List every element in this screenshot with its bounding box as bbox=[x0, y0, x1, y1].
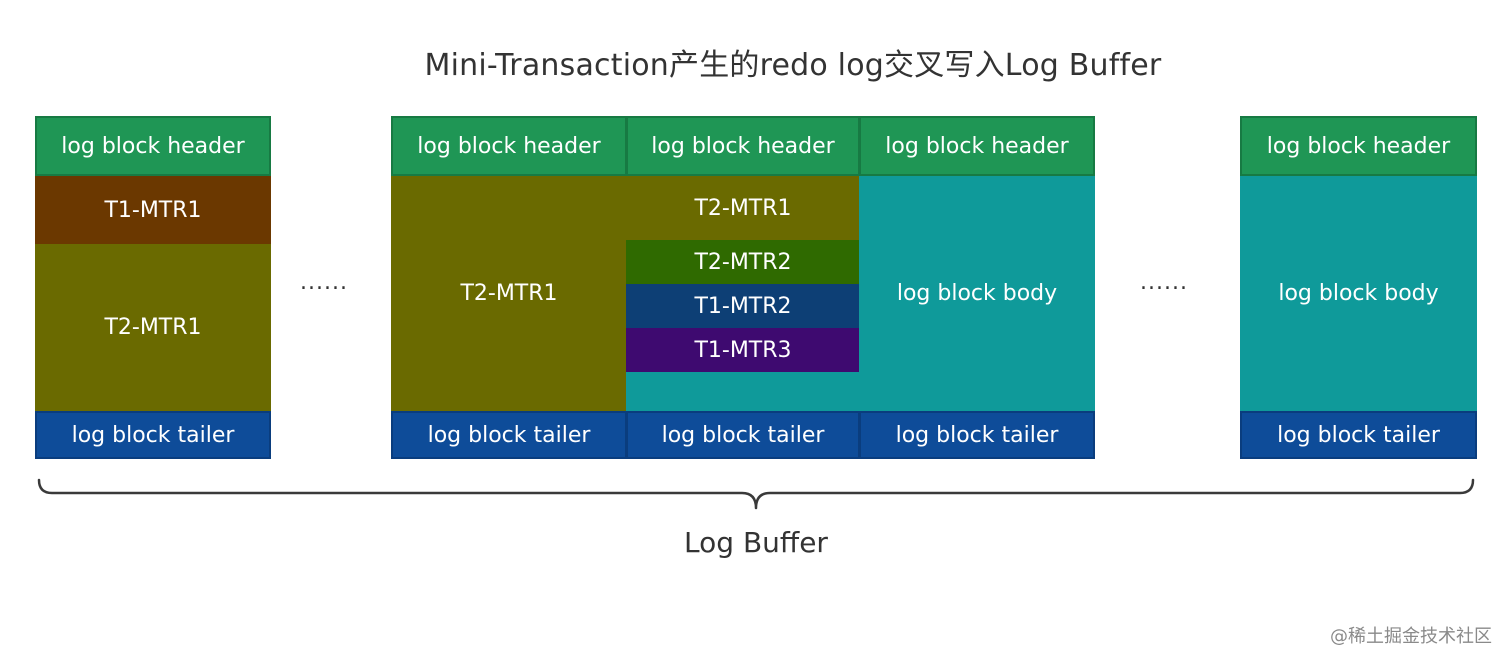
log-block-header: log block header bbox=[391, 116, 627, 176]
log-block-tailer: log block tailer bbox=[859, 411, 1095, 459]
log-block-1: log block header T1-MTR1 T2-MTR1 log blo… bbox=[35, 116, 271, 459]
log-block-header: log block header bbox=[35, 116, 271, 176]
log-block-2: log block header T2-MTR1 log block taile… bbox=[391, 116, 627, 459]
segment-free-space bbox=[626, 372, 860, 411]
ellipsis-left: ...... bbox=[300, 270, 348, 295]
log-block-header: log block header bbox=[1240, 116, 1477, 176]
segment-t2-mtr1: T2-MTR1 bbox=[391, 176, 627, 411]
log-block-body: log block body bbox=[859, 176, 1095, 411]
log-block-header: log block header bbox=[859, 116, 1095, 176]
segment-t1-mtr3: T1-MTR3 bbox=[626, 328, 860, 372]
log-block-tailer: log block tailer bbox=[35, 411, 271, 459]
log-block-5: log block header log block body log bloc… bbox=[1240, 116, 1477, 459]
log-block-tailer: log block tailer bbox=[391, 411, 627, 459]
log-block-3: log block header T2-MTR1 T2-MTR2 T1-MTR2… bbox=[626, 116, 860, 459]
watermark: @稀土掘金技术社区 bbox=[1330, 626, 1492, 647]
ellipsis-right: ...... bbox=[1140, 270, 1188, 295]
log-block-4: log block header log block body log bloc… bbox=[859, 116, 1095, 459]
segment-t2-mtr2: T2-MTR2 bbox=[626, 240, 860, 284]
diagram-title: Mini-Transaction产生的redo log交叉写入Log Buffe… bbox=[424, 48, 1162, 83]
log-buffer-brace bbox=[37, 478, 1475, 510]
log-block-tailer: log block tailer bbox=[626, 411, 860, 459]
log-block-body: log block body bbox=[1240, 176, 1477, 411]
segment-t2-mtr1: T2-MTR1 bbox=[35, 244, 271, 411]
log-block-tailer: log block tailer bbox=[1240, 411, 1477, 459]
log-buffer-label: Log Buffer bbox=[684, 526, 828, 559]
log-block-header: log block header bbox=[626, 116, 860, 176]
segment-t2-mtr1: T2-MTR1 bbox=[626, 176, 860, 240]
segment-t1-mtr1: T1-MTR1 bbox=[35, 176, 271, 244]
segment-t1-mtr2: T1-MTR2 bbox=[626, 284, 860, 328]
